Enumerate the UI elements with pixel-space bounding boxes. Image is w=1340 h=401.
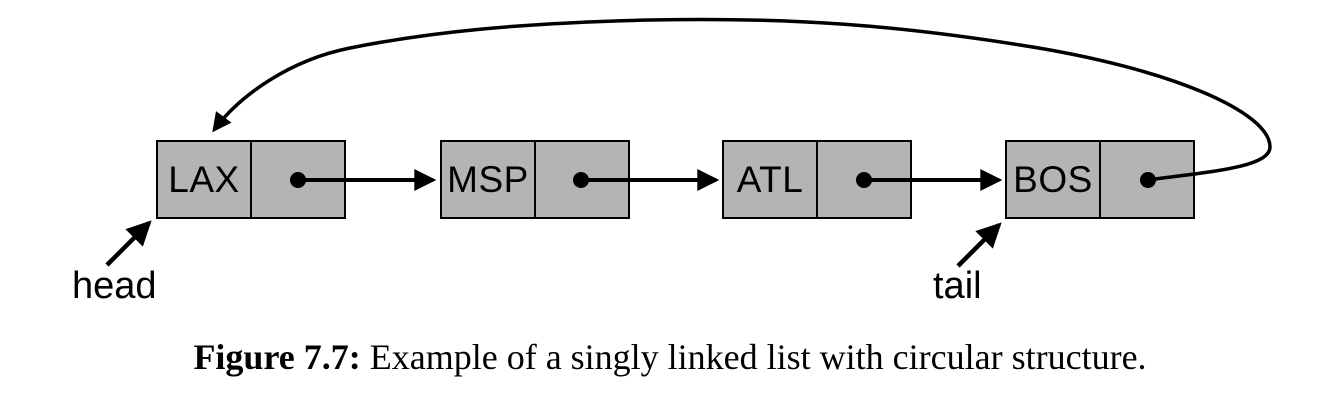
node-label: MSP	[447, 159, 529, 200]
node-label: LAX	[168, 159, 240, 200]
node-next-cell	[818, 142, 910, 217]
node-next-cell	[536, 142, 628, 217]
caption-text: Example of a singly linked list with cir…	[360, 337, 1147, 377]
node-element-cell: MSP	[442, 142, 536, 217]
head-pointer-arrow	[105, 220, 152, 267]
tail-label: tail	[933, 265, 982, 307]
node-bos: BOS	[1005, 140, 1195, 219]
node-element-cell: ATL	[724, 142, 818, 217]
caption-number: Figure 7.7:	[193, 337, 361, 377]
node-msp: MSP	[440, 140, 630, 219]
tail-pointer-arrow	[956, 222, 1002, 268]
node-lax: LAX	[156, 140, 346, 219]
node-next-cell	[252, 142, 344, 217]
node-atl: ATL	[722, 140, 912, 219]
node-element-cell: BOS	[1007, 142, 1101, 217]
node-next-cell	[1101, 142, 1193, 217]
node-label: ATL	[736, 159, 804, 200]
head-label: head	[72, 265, 157, 307]
figure-caption: Figure 7.7: Example of a singly linked l…	[0, 337, 1340, 378]
node-element-cell: LAX	[158, 142, 252, 217]
node-label: BOS	[1013, 159, 1093, 200]
